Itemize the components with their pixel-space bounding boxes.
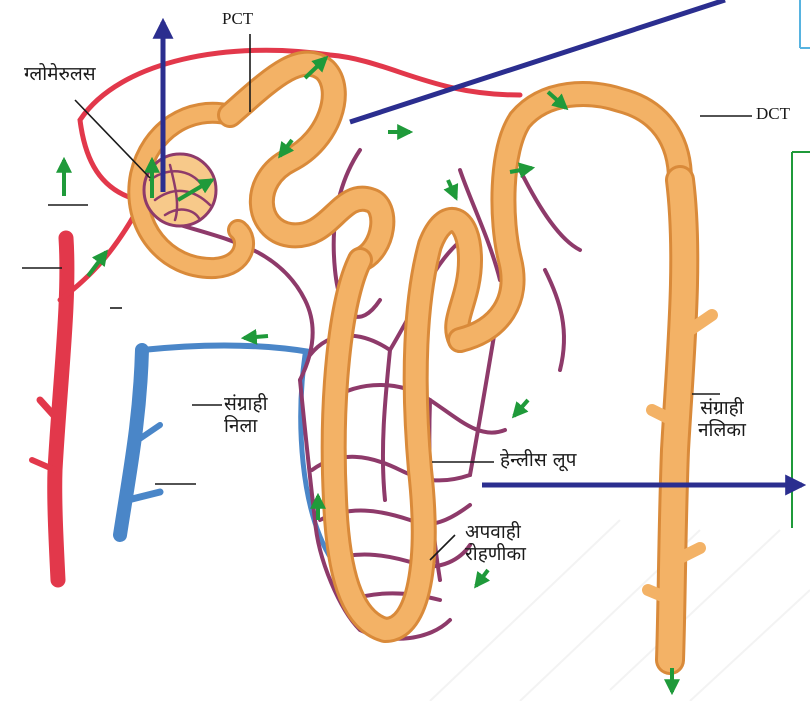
nephron-tubules <box>138 64 712 660</box>
label-collecting-duct: संग्राही नलिका <box>698 398 746 442</box>
label-collecting-duct-line1: संग्राही <box>698 398 746 420</box>
label-collecting-duct-line2: नलिका <box>698 420 746 442</box>
label-efferent-line2: रोहणीका <box>465 544 526 566</box>
leader-glomerulus <box>75 100 150 178</box>
flow-arrow <box>244 336 268 338</box>
right-frame <box>792 0 810 528</box>
label-collecting-vein-line1: संग्राही <box>224 394 268 416</box>
flow-arrow <box>476 570 488 586</box>
label-efferent-line1: अपवाही <box>465 522 526 544</box>
flow-arrow <box>88 252 106 276</box>
label-glomerulus: ग्लोमेरुलस <box>24 64 96 86</box>
label-collecting-vein-line2: निला <box>224 416 268 438</box>
label-collecting-vein: संग्राही निला <box>224 394 268 438</box>
flow-arrow <box>514 400 528 416</box>
label-efferent-arteriole: अपवाही रोहणीका <box>465 522 526 566</box>
label-pct: PCT <box>222 9 253 29</box>
flow-arrow <box>448 180 456 198</box>
label-dct: DCT <box>756 104 790 124</box>
label-loop-of-henle: हेन्लीस लूप <box>500 450 576 472</box>
